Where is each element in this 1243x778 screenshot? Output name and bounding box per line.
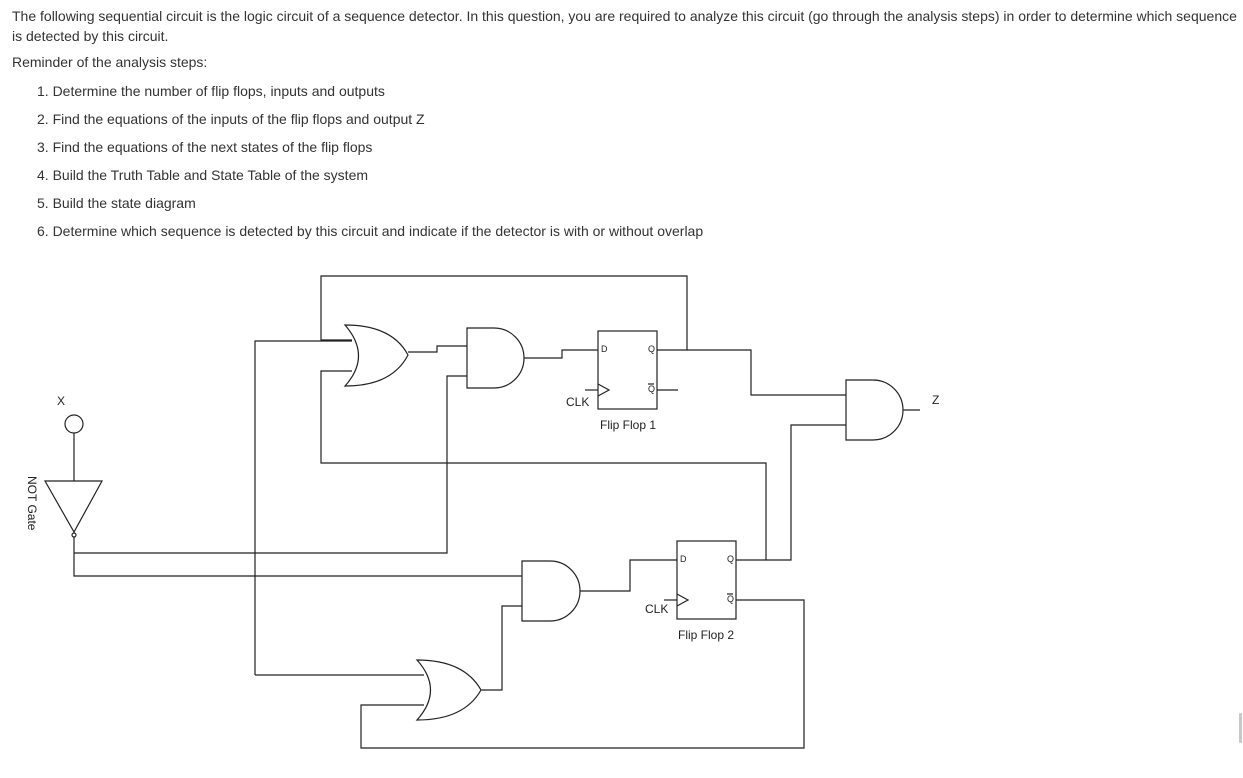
wire-ff2qbar-loop (360, 599, 805, 749)
ff2-clk-triangle (676, 593, 690, 607)
wire-xbar-bus (73, 532, 522, 577)
step-item: 6. Determine which sequence is detected … (37, 223, 704, 239)
ff1-qbar-pin: Q (648, 384, 655, 394)
input-x-label: X (57, 394, 65, 408)
ff2-clk-label: CLK (645, 602, 668, 616)
flip-flop-2 (676, 540, 737, 620)
question-intro: The following sequential circuit is the … (12, 8, 1237, 44)
ff2-d-pin: D (680, 554, 687, 564)
not-gate-label: NOT Gate (25, 476, 39, 531)
wire-ff1q-to-and-z (687, 349, 846, 396)
wire-ff1q-feedback (320, 275, 688, 351)
wire-and1-to-ff1d (524, 349, 598, 359)
flip-flop-1 (597, 330, 658, 410)
ff1-q-pin: Q (648, 344, 655, 354)
wire-x-to-or1 (254, 340, 352, 675)
wire-ff2q-to-or1 (320, 370, 767, 561)
ff1-clk-label: CLK (566, 395, 589, 409)
and-gate-output (845, 379, 904, 441)
or-gate-1 (343, 324, 409, 387)
output-z-label: Z (932, 393, 939, 407)
ff2-q-pin: Q (727, 554, 734, 564)
wires (73, 275, 920, 749)
step-item: 3. Find the equations of the next states… (37, 139, 373, 155)
step-item: 5. Build the state diagram (37, 195, 196, 211)
wire-xbar-to-and1 (74, 375, 467, 554)
wire-or2-to-and2 (481, 605, 522, 691)
step-item: 2. Find the equations of the inputs of t… (37, 111, 425, 127)
step-item: 1. Determine the number of flip flops, i… (37, 83, 385, 99)
not-gate-input-circle (64, 414, 84, 434)
reminder-heading: Reminder of the analysis steps: (12, 54, 208, 70)
and-gate-1 (466, 327, 525, 389)
wire-and2-to-ff2d (580, 559, 677, 592)
ff2-qbar-pin: Q (727, 594, 734, 604)
step-item: 4. Build the Truth Table and State Table… (37, 167, 369, 183)
and-gate-2 (521, 560, 581, 622)
or-gate-2 (415, 659, 482, 721)
ff2-label: Flip Flop 2 (678, 628, 734, 642)
ff1-label: Flip Flop 1 (600, 418, 656, 432)
wire-or1-to-and1 (408, 345, 467, 353)
not-gate (43, 480, 104, 534)
wire-ff2q-to-and-z (766, 424, 846, 561)
analysis-steps-list: 1. Determine the number of flip flops, i… (37, 81, 703, 249)
ff1-clk-triangle (597, 383, 611, 397)
scrollbar-thumb[interactable] (1239, 713, 1242, 743)
not-gate-bubble (71, 532, 77, 538)
ff1-d-pin: D (601, 344, 608, 354)
